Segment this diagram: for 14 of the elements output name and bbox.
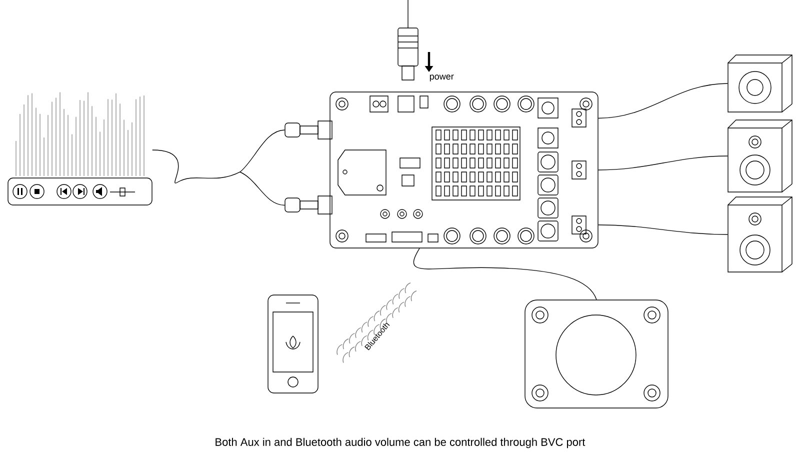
cable: [414, 248, 597, 300]
amplifier-board-drawing: [284, 92, 598, 248]
speaker-drawing: [728, 120, 792, 192]
power-plug-drawing: [398, 0, 418, 80]
cable: [598, 156, 728, 170]
cable: [598, 224, 728, 235]
cable: [598, 83, 728, 119]
music-player-drawing: [8, 92, 152, 206]
smartphone-drawing: [268, 294, 318, 394]
beside-label: power: [430, 74, 454, 82]
speaker-drawing: [728, 54, 792, 112]
caption: Both Aux in and Bluetooth audio volume can be controlled through BVC port: [216, 438, 586, 448]
volume-knob-panel-drawing: [524, 300, 668, 408]
speaker-drawing: [728, 196, 792, 272]
